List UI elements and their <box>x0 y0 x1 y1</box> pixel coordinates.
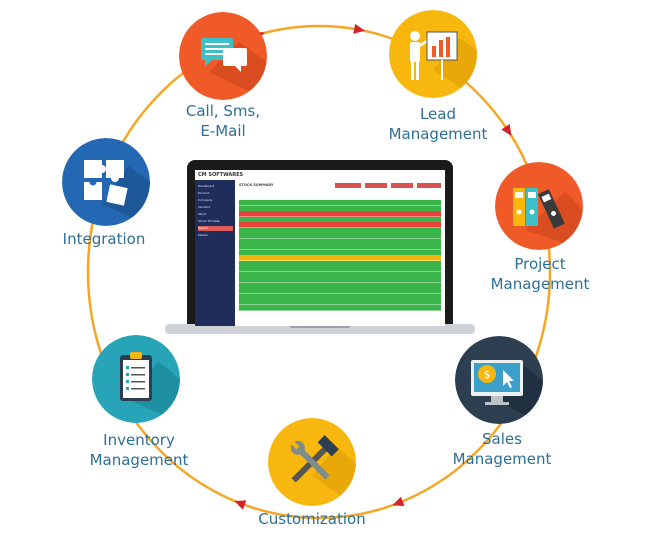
label-integration: Integration <box>62 230 146 248</box>
cycle-arrow <box>501 123 512 136</box>
monitor-dollar-icon: $ <box>455 336 543 424</box>
sidebar-item[interactable]: Company <box>198 198 213 202</box>
node-inventory <box>92 335 180 423</box>
node-communication <box>179 12 267 100</box>
sidebar-item[interactable]: Dashboard <box>198 184 215 188</box>
sidebar-item[interactable]: Stock <box>198 212 207 216</box>
chat-bubbles-icon <box>179 12 267 100</box>
presentation-chart-icon <box>389 10 477 98</box>
label-communication: Call, Sms, E-Mail <box>185 102 261 140</box>
app-button[interactable] <box>391 183 413 188</box>
table-row <box>239 304 441 311</box>
sidebar-item[interactable]: Master <box>198 233 209 237</box>
svg-text:$: $ <box>484 368 491 381</box>
app-button[interactable] <box>335 183 361 188</box>
app-button[interactable] <box>417 183 441 188</box>
node-integration <box>62 138 150 226</box>
label-customization: Customization <box>258 510 366 528</box>
hammer-wrench-icon <box>268 418 356 506</box>
cycle-arrow <box>392 496 405 507</box>
label-project: Project Management <box>490 255 590 293</box>
sidebar-item[interactable]: Report <box>198 226 233 231</box>
binders-icon <box>495 162 583 250</box>
app-page-title: STOCK SUMMARY <box>239 183 274 187</box>
app-button[interactable] <box>365 183 387 188</box>
sidebar-item[interactable]: Product <box>198 191 210 195</box>
cycle-arrow <box>234 500 247 510</box>
node-customization <box>268 418 356 506</box>
label-inventory: Inventory Management <box>89 431 189 469</box>
cycle-arrow <box>353 23 365 34</box>
node-lead <box>389 10 477 98</box>
clipboard-checklist-icon <box>92 335 180 423</box>
sidebar-item[interactable]: Vendors <box>198 205 211 209</box>
puzzle-icon <box>62 138 150 226</box>
cycle-ellipse <box>86 24 552 520</box>
node-sales: $ <box>455 336 543 424</box>
sidebar-item[interactable]: Stock Till Date <box>198 219 220 223</box>
label-sales: Sales Management <box>452 430 552 468</box>
node-project <box>495 162 583 250</box>
app-brand: CM SOFTWARES <box>198 172 244 178</box>
app-content: STOCK SUMMARY <box>235 180 445 326</box>
label-lead: Lead Management <box>388 105 488 143</box>
